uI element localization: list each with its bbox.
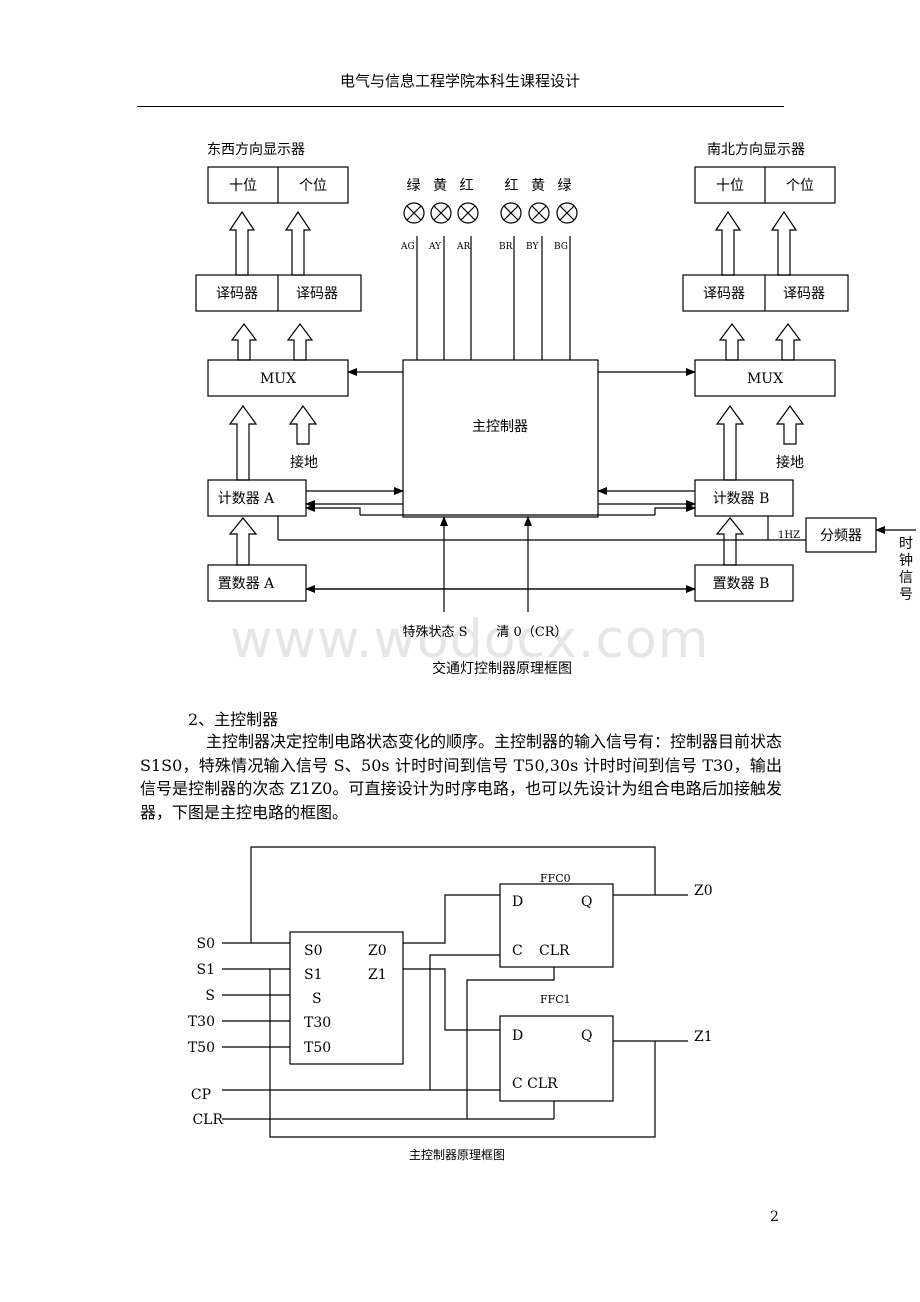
preset-b-box: [694, 564, 794, 602]
ffc0-box: [499, 883, 614, 968]
main-controller-label: 主控制器: [472, 419, 528, 435]
ew-display-label: 东西方向显示器: [207, 142, 305, 158]
paragraph-text: 主控制器决定控制电路状态变化的顺序。主控制器的输入信号有：控制器目前状态 S1S…: [140, 732, 783, 822]
clock-signal-char: 信: [899, 570, 913, 586]
ew-mux-label: MUX: [260, 371, 296, 387]
light-code-ay: AY: [428, 242, 442, 252]
ffc1-q: Q: [581, 1028, 592, 1044]
input-label-clr: CLR: [192, 1112, 223, 1128]
divider-label: 分频器: [820, 528, 862, 544]
lamp-icons: [403, 202, 578, 224]
preset-a-label: 置数器 A: [218, 576, 275, 592]
counter-b-box: [694, 479, 794, 517]
counter-b-label: 计数器 B: [713, 491, 770, 507]
ns-decoder-1: 译码器: [703, 286, 745, 302]
clock-signal-char: 时: [899, 536, 913, 552]
ffc0-label: FFC0: [540, 872, 571, 885]
watermark: www.wodocx.com: [230, 610, 710, 670]
hollow-arrows: [228, 210, 805, 566]
page-number: 2: [770, 1209, 779, 1225]
ns-decoder-2: 译码器: [783, 286, 825, 302]
output-z1: Z1: [694, 1029, 713, 1045]
ffc0-c: C: [512, 943, 523, 959]
ns-mux-box: [694, 359, 836, 397]
ffc1-d: D: [512, 1028, 523, 1044]
light-code-br: BR: [499, 242, 513, 252]
ffc0-d: D: [512, 894, 523, 910]
light-code-ag: AG: [400, 242, 415, 252]
ew-decoder-2: 译码器: [296, 286, 338, 302]
counter-a-label: 计数器 A: [218, 491, 275, 507]
ns-ground-label: 接地: [776, 454, 804, 471]
ffc1-box: [499, 1015, 614, 1102]
light-code-ar: AR: [456, 242, 470, 252]
input-label-s: S: [205, 988, 215, 1004]
lights-left-names: 绿 黄 红: [407, 177, 478, 194]
ns-units-label: 个位: [786, 178, 814, 194]
counter-a-box: [207, 479, 307, 517]
section-heading: 2、主控制器: [188, 710, 279, 729]
page-header: 电气与信息工程学院本科生课程设计: [339, 72, 580, 90]
freq-label: 1HZ: [778, 530, 800, 541]
diagram2-caption: 主控制器原理框图: [409, 1148, 505, 1162]
input-label-cp: CP: [191, 1087, 211, 1103]
ffc0-clr: CLR: [539, 943, 570, 959]
ffc1-label: FFC1: [540, 993, 571, 1006]
lights-right-names: 红 黄 绿: [505, 177, 576, 194]
diagram1-labels: 东西方向显示器 南北方向显示器 十位 个位 十位 个位 绿 黄 红 红 黄 绿 …: [207, 142, 862, 677]
logic-block: [289, 931, 404, 1065]
clock-signal-char: 号: [899, 587, 913, 603]
clock-signal-label: 时 钟 信 号: [899, 536, 913, 603]
section-paragraph: 主控制器决定控制电路状态变化的顺序。主控制器的输入信号有：控制器目前状态 S1S…: [140, 730, 782, 824]
ffc0-q: Q: [581, 894, 592, 910]
ew-ground-label: 接地: [290, 454, 318, 471]
preset-a-box: [207, 564, 307, 602]
output-z0: Z0: [694, 883, 713, 899]
block-input-t50: T50: [304, 1040, 331, 1056]
ns-tens-label: 十位: [716, 178, 744, 194]
light-code-labels: AG AY AR BR BY BG: [400, 242, 568, 252]
ew-tens-label: 十位: [229, 178, 257, 194]
preset-b-label: 置数器 B: [713, 576, 770, 592]
ns-display-label: 南北方向显示器: [707, 142, 805, 158]
diagram2-labels: S0 S1 S T30 T50 CP CLR S0 S1 S T30 T50 Z…: [188, 872, 713, 1162]
diagram1-caption: 交通灯控制器原理框图: [432, 660, 572, 677]
input-label-t50: T50: [188, 1040, 215, 1056]
ffc1-c-clr: C CLR: [512, 1076, 558, 1092]
input-label-s0: S0: [197, 936, 216, 952]
block-input-s: S: [312, 991, 322, 1007]
clock-signal-char: 钟: [899, 552, 913, 569]
block-output-z1: Z1: [368, 967, 387, 983]
light-code-bg: BG: [554, 242, 568, 252]
input-label-t30: T30: [188, 1014, 215, 1030]
input-label-s1: S1: [197, 962, 216, 978]
ew-mux-box: [207, 359, 349, 397]
block-output-z0: Z0: [368, 943, 387, 959]
block-input-s0: S0: [304, 943, 323, 959]
divider-box: [805, 517, 877, 553]
traffic-controller-diagram: 东西方向显示器 南北方向显示器 十位 个位 十位 个位 绿 黄 红 红 黄 绿 …: [195, 142, 916, 677]
main-controller-box: [402, 359, 599, 518]
ew-units-label: 个位: [299, 178, 327, 194]
ns-mux-label: MUX: [747, 371, 783, 387]
header-rule: [137, 106, 784, 107]
light-code-by: BY: [526, 242, 539, 252]
special-state-label: 特殊状态 S: [402, 625, 467, 640]
block-input-s1: S1: [304, 967, 323, 983]
clear-label: 清 0（CR）: [496, 625, 567, 640]
ew-decoder-1: 译码器: [216, 286, 258, 302]
block-input-t30: T30: [304, 1015, 331, 1031]
